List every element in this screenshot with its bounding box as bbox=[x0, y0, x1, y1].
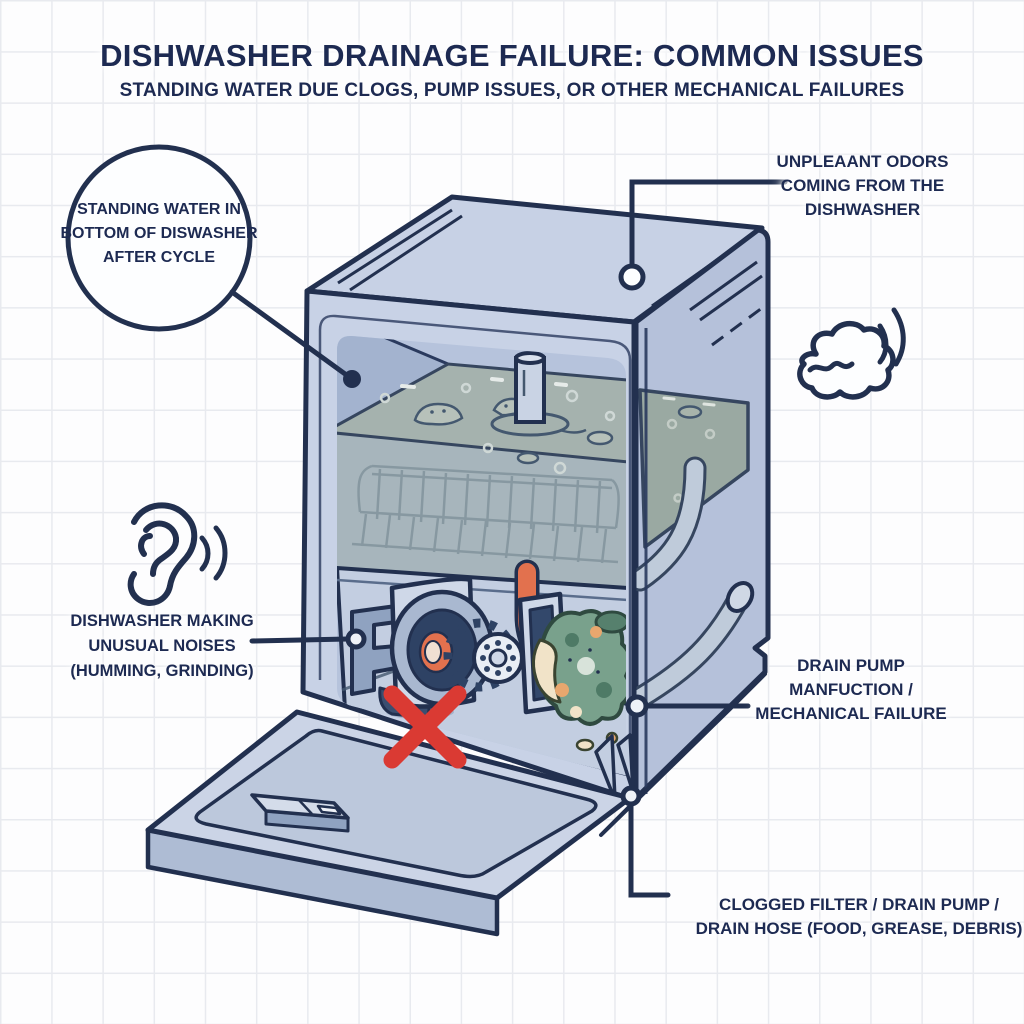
dishwasher-side-panel bbox=[628, 227, 771, 801]
callout-line: COMING FROM THE bbox=[780, 176, 945, 195]
callout-line: CLOGGED FILTER / DRAIN PUMP / bbox=[719, 895, 999, 914]
callout-line: MANFUCTION / bbox=[789, 680, 913, 699]
smell-cloud-icon bbox=[797, 307, 906, 400]
callout-line: UNUSUAL NOISES bbox=[88, 637, 236, 655]
callout-line: MECHANICAL FAILURE bbox=[755, 704, 947, 723]
standing-water-front bbox=[337, 432, 626, 590]
red-x-icon bbox=[383, 685, 467, 769]
callout-line: DRAIN PUMP bbox=[797, 656, 905, 675]
ear-icon bbox=[127, 502, 228, 606]
tub-interior bbox=[337, 335, 626, 776]
callout-pump-failure: DRAIN PUMP MANFUCTION / MECHANICAL FAILU… bbox=[745, 654, 957, 726]
food-clog-debris bbox=[532, 609, 626, 752]
callout-line: DRAIN HOSE (FOOD, GREASE, DEBRIS) bbox=[695, 919, 1023, 938]
spray-tube bbox=[514, 351, 546, 424]
door-hinges bbox=[594, 733, 635, 802]
page-title: DISHWASHER DRAINAGE FAILURE: COMMON ISSU… bbox=[100, 38, 924, 73]
callout-line: UNPLEAANT ODORS bbox=[776, 152, 949, 171]
detergent-dispenser bbox=[250, 793, 350, 833]
drain-pump bbox=[350, 576, 580, 720]
callout-bubble-circle bbox=[65, 144, 253, 332]
callout-clogged: CLOGGED FILTER / DRAIN PUMP / DRAIN HOSE… bbox=[676, 893, 1024, 941]
open-door bbox=[145, 709, 633, 937]
callout-line: STANDING WATER IN bbox=[77, 201, 241, 218]
floating-debris bbox=[379, 377, 616, 475]
callout-line: DISHWASHER MAKING bbox=[70, 612, 254, 630]
callout-standing-water: STANDING WATER IN BOTTOM OF DISWASHER AF… bbox=[59, 198, 259, 270]
page-subtitle: STANDING WATER DUE CLOGS, PUMP ISSUES, O… bbox=[119, 80, 905, 101]
callout-line: BOTTOM OF DISWASHER bbox=[60, 225, 258, 242]
callout-line: DISHWASHER bbox=[804, 200, 921, 219]
callout-line: (HUMMING, GRINDING) bbox=[70, 662, 254, 680]
callout-line: AFTER CYCLE bbox=[103, 249, 215, 266]
internal-drain-hoses bbox=[628, 456, 755, 710]
door-inner-panel bbox=[194, 728, 598, 879]
interior-left-wall bbox=[337, 335, 448, 432]
callout-leader-lines bbox=[65, 144, 788, 898]
callout-noises: DISHWASHER MAKING UNUSUAL NOISES (HUMMIN… bbox=[52, 609, 272, 684]
cabinet-base bbox=[599, 672, 767, 837]
callout-odors: UNPLEAANT ODORS COMING FROM THE DISHWASH… bbox=[745, 150, 980, 222]
